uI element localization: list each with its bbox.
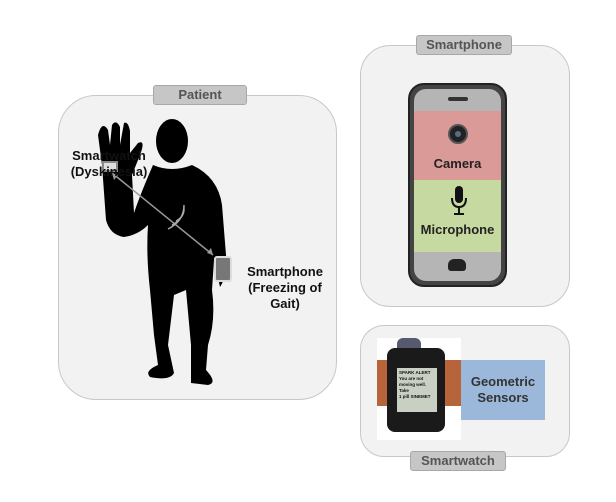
sensors-label-line: Sensors	[477, 390, 529, 405]
smartphone-label-line: (Freezing of	[248, 280, 322, 295]
camera-section	[414, 111, 501, 180]
camera-label: Camera	[433, 156, 482, 171]
microphone-icon	[451, 186, 467, 215]
phone-device	[408, 83, 507, 287]
geometric-sensors-box: Geometric Sensors	[461, 360, 545, 420]
patient-silhouette	[98, 119, 232, 385]
smartphone-label-line: Smartphone	[247, 264, 323, 279]
home-button	[448, 259, 466, 271]
smartwatch-label-line: (Dyskinesia)	[70, 164, 148, 179]
watch-screen-line: You are not	[399, 376, 424, 381]
smartphone-title: Smartphone	[416, 35, 512, 55]
watch-screen-line: SPARK ALERT	[399, 370, 431, 375]
sensors-label-line: Geometric	[470, 374, 536, 389]
smartphone-marker	[214, 256, 232, 282]
smartwatch-title: Smartwatch	[410, 451, 506, 471]
camera-icon	[448, 124, 468, 144]
phone-speaker	[448, 97, 468, 101]
watch-screen-line: moving well. Take	[399, 382, 427, 393]
microphone-label: Microphone	[420, 222, 495, 237]
patient-title: Patient	[153, 85, 247, 105]
smartphone-label: Smartphone (Freezing of Gait)	[240, 264, 330, 312]
smartphone-label-line: Gait)	[270, 296, 300, 311]
smartwatch-label-line: Smartwatch	[72, 148, 146, 163]
smartwatch-photo: SPARK ALERT You are not moving well. Tak…	[377, 338, 461, 440]
watch-screen-line: 1 pill SINEMET	[399, 394, 431, 399]
watch-screen: SPARK ALERT You are not moving well. Tak…	[397, 368, 437, 412]
smartwatch-marker	[102, 161, 118, 172]
smartwatch-label: Smartwatch (Dyskinesia)	[64, 148, 154, 180]
